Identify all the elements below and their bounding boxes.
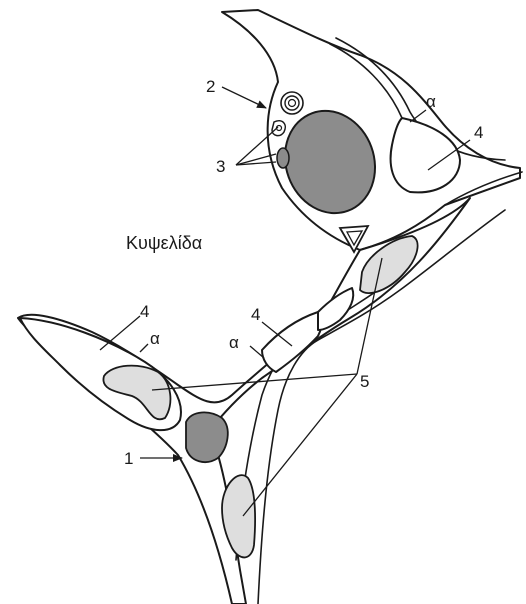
lamellar-body-concentric bbox=[281, 92, 303, 114]
leader-alpha-left bbox=[140, 344, 148, 352]
arrow-2 bbox=[222, 87, 266, 108]
label-5: 5 bbox=[360, 373, 369, 390]
leader-4-left bbox=[100, 316, 140, 350]
label-alpha-left: α bbox=[150, 330, 160, 347]
label-alpha-mid: α bbox=[229, 334, 239, 351]
region-label-alveolus: Κυψελίδα bbox=[126, 234, 202, 252]
septal-cell-nucleus bbox=[186, 412, 228, 462]
lamellar-body-small bbox=[272, 121, 285, 136]
label-1: 1 bbox=[124, 450, 133, 467]
label-4-mid: 4 bbox=[251, 306, 260, 323]
type1-cell-mid bbox=[262, 312, 322, 372]
lamellar-body-dark bbox=[277, 148, 289, 168]
leader-5-lower bbox=[243, 374, 357, 516]
label-alpha-top: α bbox=[426, 93, 436, 110]
label-4-top: 4 bbox=[474, 124, 483, 141]
label-2: 2 bbox=[206, 78, 215, 95]
label-4-left: 4 bbox=[140, 303, 149, 320]
label-3: 3 bbox=[216, 158, 225, 175]
